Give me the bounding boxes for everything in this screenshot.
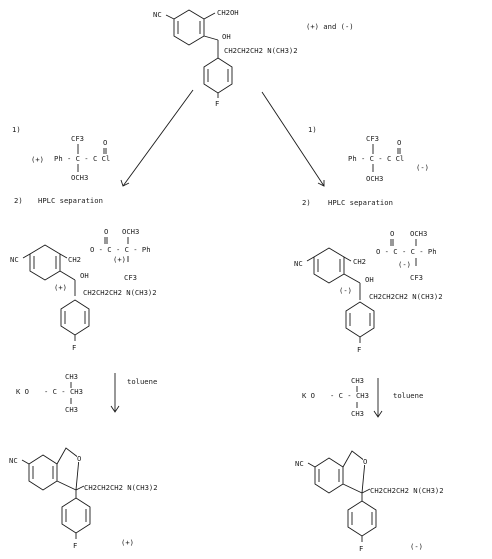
left-ch3-bottom: CH3: [65, 405, 78, 414]
left-ester-oh-label: OH: [80, 271, 89, 280]
left-ester-o-label: O: [104, 227, 108, 236]
left-c-line: - C - CH3: [44, 387, 83, 396]
left-ester-ch2-label: CH2: [68, 255, 81, 264]
left-ester-f-label: F: [72, 343, 76, 352]
right-step1-label: 1): [308, 125, 317, 134]
left-base-conditions: CH3 K O - C - CH3 CH3 toluene: [16, 372, 157, 414]
starting-f-label: F: [215, 99, 219, 108]
right-ester-f-label: F: [357, 345, 361, 354]
right-sign-label: (-): [416, 163, 429, 172]
starting-nc-label: NC: [153, 10, 162, 19]
left-cf3-label: CF3: [71, 134, 84, 143]
left-ester-chain-label: O - C - C - Ph: [90, 245, 151, 254]
left-ester-intermediate: NC CH2 O - C - C - Ph O OCH3 (+) CF3 (+)…: [10, 227, 157, 352]
right-ch3-top: CH3: [351, 376, 364, 385]
right-mosher-reagent: 1) CF3 O Ph - C - C Cl (-) OCH3 2) HPLC …: [302, 125, 429, 207]
right-ester-nc-label: NC: [294, 259, 303, 268]
left-step2-label: 2): [14, 196, 23, 205]
right-ph-line: Ph - C - C Cl: [348, 154, 404, 163]
left-ph-line: Ph - C - C Cl: [54, 154, 110, 163]
starting-ch2oh-label: CH2OH: [217, 8, 239, 17]
left-product-nc-label: NC: [9, 456, 18, 465]
left-ch3-top: CH3: [65, 372, 78, 381]
left-solvent-label: toluene: [127, 377, 157, 386]
right-ester-amine-chain: CH2CH2CH2 N(CH3)2: [369, 292, 443, 301]
left-product-sign: (+): [121, 538, 134, 547]
right-product-sign: (-): [410, 542, 423, 551]
right-ester-cyano-ring: [313, 247, 345, 284]
right-ester-och3-label: OCH3: [410, 229, 427, 238]
right-cf3-label: CF3: [366, 134, 379, 143]
left-product-f-label: F: [73, 541, 77, 550]
left-ester-cf3-label: CF3: [124, 273, 137, 282]
left-product-citalopram: NC O CH2CH2CH2 N(CH3)2 F (+): [9, 447, 158, 550]
right-och3-label: OCH3: [366, 174, 383, 183]
starting-cyano-ring: [173, 9, 205, 46]
left-hplc-label: HPLC separation: [38, 196, 103, 205]
right-product-amine-chain: CH2CH2CH2 N(CH3)2: [370, 486, 444, 495]
left-product-amine-chain: CH2CH2CH2 N(CH3)2: [84, 483, 158, 492]
right-ester-center-stereo: (-): [339, 286, 352, 295]
left-ester-nc-label: NC: [10, 255, 19, 264]
left-ester-stereo: (+): [113, 255, 126, 264]
arrow-left-branch: [122, 89, 194, 187]
arrow-right-branch: [261, 91, 325, 187]
right-ester-oh-label: OH: [365, 275, 374, 284]
left-ester-center-stereo: (+): [54, 283, 67, 292]
right-product-nc-label: NC: [295, 459, 304, 468]
left-product-furan-ring: [56, 447, 80, 491]
right-product-furan-ring: [342, 450, 366, 494]
right-product-citalopram: NC O CH2CH2CH2 N(CH3)2 F (-): [295, 450, 444, 553]
stereo-note: (+) and (-): [306, 22, 354, 31]
left-och3-label: OCH3: [71, 173, 88, 182]
left-ester-amine-chain: CH2CH2CH2 N(CH3)2: [83, 288, 157, 297]
left-mosher-reagent: 1) (+) CF3 O Ph - C - C Cl OCH3 2) HPLC …: [12, 125, 110, 205]
right-ch3-bottom: CH3: [351, 409, 364, 418]
left-sign-label: (+): [31, 155, 44, 164]
right-base-conditions: CH3 K O - C - CH3 CH3 toluene: [302, 376, 423, 418]
right-solvent-label: toluene: [393, 391, 423, 400]
right-ester-stereo: (-): [398, 260, 411, 269]
right-ester-ch2-label: CH2: [353, 257, 366, 266]
starting-oh-label: OH: [222, 32, 231, 41]
right-ester-cf3-label: CF3: [410, 273, 423, 282]
right-ester-intermediate: NC CH2 O - C - C - Ph O OCH3 (-) CF3 (-)…: [294, 229, 443, 354]
right-ester-chain-label: O - C - C - Ph: [376, 247, 437, 256]
left-ester-och3-label: OCH3: [122, 227, 139, 236]
right-o-label: O: [397, 138, 401, 147]
left-ester-cyano-ring: [29, 244, 61, 281]
right-step2-label: 2): [302, 198, 311, 207]
right-ester-o-label: O: [390, 229, 394, 238]
left-o-label: O: [103, 138, 107, 147]
right-product-o-label: O: [363, 457, 367, 466]
right-c-line: - C - CH3: [330, 391, 369, 400]
left-step1-label: 1): [12, 125, 21, 134]
right-product-f-label: F: [359, 544, 363, 553]
starting-chain-label: CH2CH2CH2 N(CH3)2: [224, 46, 298, 55]
left-ko-label: K O: [16, 387, 29, 396]
right-hplc-label: HPLC separation: [328, 198, 393, 207]
starting-diol: NC CH2OH OH CH2CH2CH2 N(CH3)2 F (+) and …: [153, 8, 354, 108]
right-ko-label: K O: [302, 391, 315, 400]
left-product-o-label: O: [77, 454, 81, 463]
